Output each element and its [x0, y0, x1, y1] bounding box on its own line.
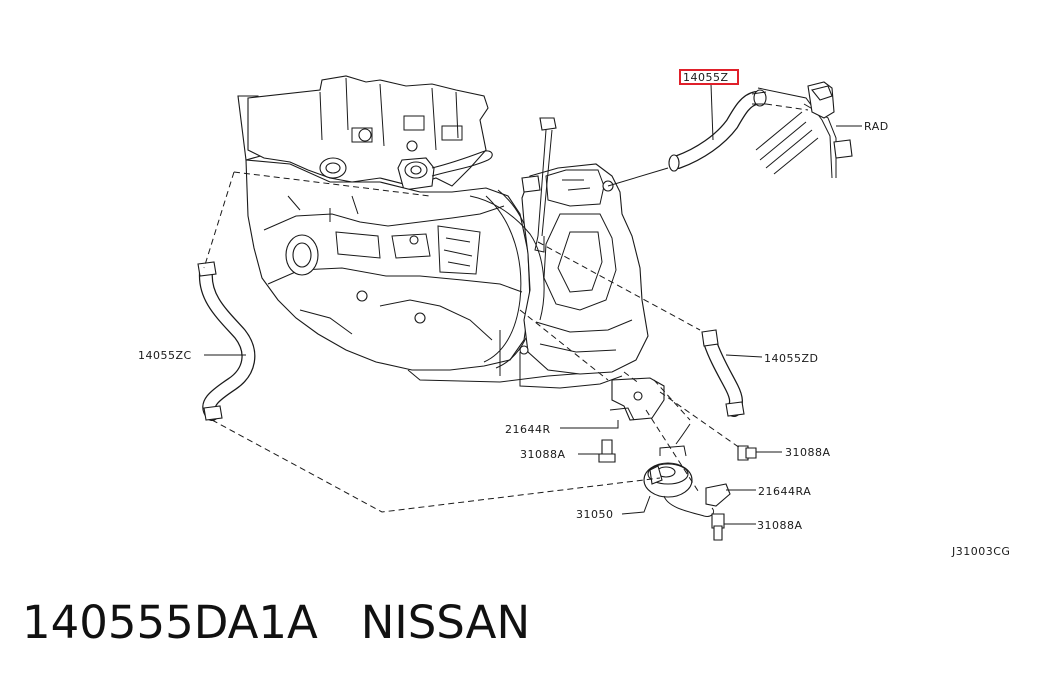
figure-code: J31003CG	[951, 545, 1010, 558]
highlight-box	[679, 69, 739, 85]
pump-assembly	[598, 377, 757, 541]
label-31088a-right-lower: 31088A	[757, 519, 803, 532]
dipstick	[469, 117, 557, 321]
label-14055zc: 14055ZC	[138, 349, 192, 362]
caption-part-number: 140555DA1A	[22, 596, 318, 649]
hose-14055zc	[197, 261, 256, 421]
label-31050: 31050	[576, 508, 614, 521]
label-21644ra: 21644RA	[758, 485, 811, 498]
label-31088a-left: 31088A	[520, 448, 566, 461]
label-31088a-right-upper: 31088A	[785, 446, 831, 459]
engine-block	[237, 75, 493, 191]
hose-14055z	[607, 89, 809, 187]
caption-brand: NISSAN	[360, 596, 531, 649]
label-21644r: 21644R	[505, 423, 551, 436]
part-caption: 140555DA1A NISSAN	[22, 596, 530, 649]
label-rad: RAD	[864, 120, 889, 133]
label-14055zd: 14055ZD	[764, 352, 819, 365]
callout-labels: 14055Z RAD 14055ZC 14055ZD 21644R 31088A…	[138, 69, 1010, 558]
leader-lines	[204, 83, 862, 525]
radiator	[755, 81, 853, 179]
gearbox-housing	[499, 163, 649, 389]
assembly-lines	[203, 171, 741, 513]
transaxle	[245, 159, 601, 383]
label-14055z: 14055Z	[683, 71, 729, 84]
hose-14055zd	[701, 329, 745, 417]
caption-separator	[318, 596, 361, 649]
